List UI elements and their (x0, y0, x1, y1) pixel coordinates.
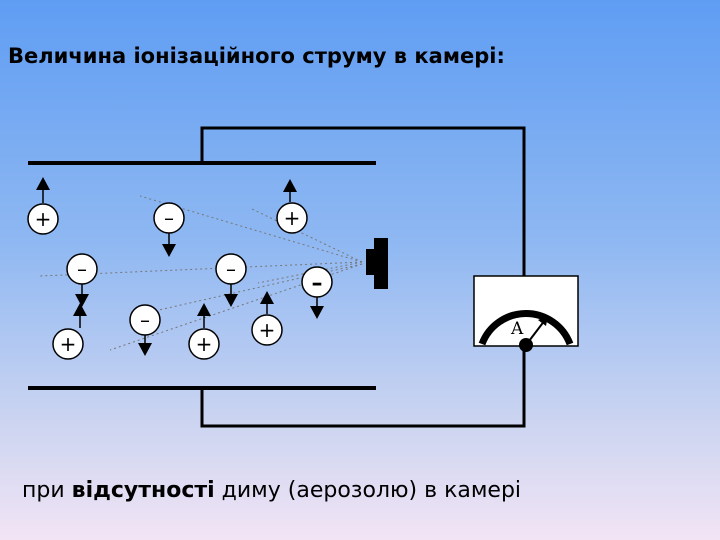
svg-text:–: – (140, 308, 150, 332)
negative-ion: – (153, 202, 185, 257)
caption-emphasis: відсутності (71, 478, 215, 503)
positive-ion: + (188, 303, 220, 360)
svg-text:+: + (35, 207, 52, 231)
svg-text:+: + (284, 206, 301, 230)
svg-text:–: – (226, 257, 236, 281)
svg-text:–: – (164, 206, 174, 230)
positive-ion: + (52, 303, 87, 360)
top-plate (28, 161, 376, 165)
positive-ion: + (27, 177, 59, 235)
top-wire (200, 126, 526, 278)
negative-ion: – (66, 253, 98, 307)
svg-text:+: + (196, 332, 213, 356)
bottom-wire (200, 348, 526, 428)
positive-ion: + (251, 291, 283, 346)
negative-ion: – (215, 253, 247, 307)
negative-ion: – (301, 266, 333, 319)
slide-title: Величина іонізаційного струму в камері: (8, 44, 505, 68)
bottom-plate (28, 386, 376, 390)
ammeter-label: A (510, 319, 524, 339)
ammeter: A (473, 275, 579, 352)
svg-text:+: + (60, 332, 77, 356)
caption-part1: при (22, 478, 72, 503)
svg-text:–: – (77, 257, 87, 281)
svg-text:–: – (312, 271, 323, 296)
positive-ion: + (276, 179, 308, 234)
radiation-source (366, 238, 388, 289)
negative-ion: – (129, 304, 161, 356)
svg-text:+: + (259, 318, 276, 342)
slide-caption: при відсутності диму (аерозолю) в камері (22, 478, 521, 503)
caption-part2: диму (аерозолю) в камері (214, 478, 522, 503)
